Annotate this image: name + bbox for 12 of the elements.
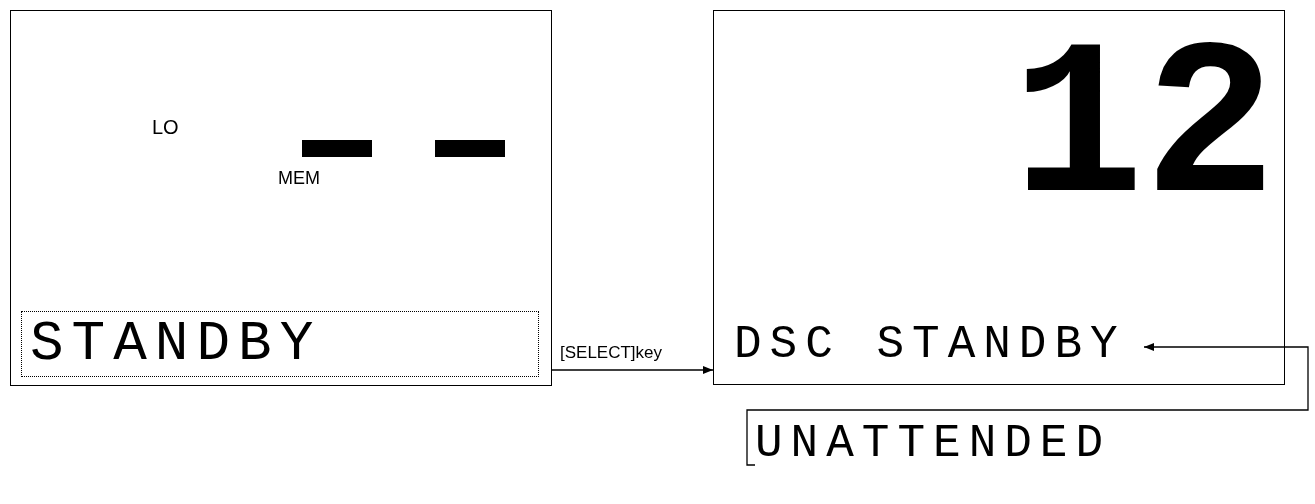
arrow bbox=[746, 343, 1309, 466]
edge-label: [SELECT]key bbox=[560, 343, 663, 363]
screen-panel bbox=[10, 10, 552, 386]
channel-number: 12 bbox=[1012, 22, 1277, 242]
arrow bbox=[551, 366, 714, 374]
display-text: UNATTENDED bbox=[755, 415, 1135, 477]
display-text: DSC STANDBY bbox=[734, 316, 1144, 378]
display-text-area bbox=[21, 311, 539, 377]
screen-panel bbox=[713, 10, 1285, 385]
display-indicator: MEM bbox=[278, 168, 320, 189]
display-indicator: LO bbox=[152, 116, 179, 139]
display-text: STANDBY bbox=[30, 314, 322, 376]
